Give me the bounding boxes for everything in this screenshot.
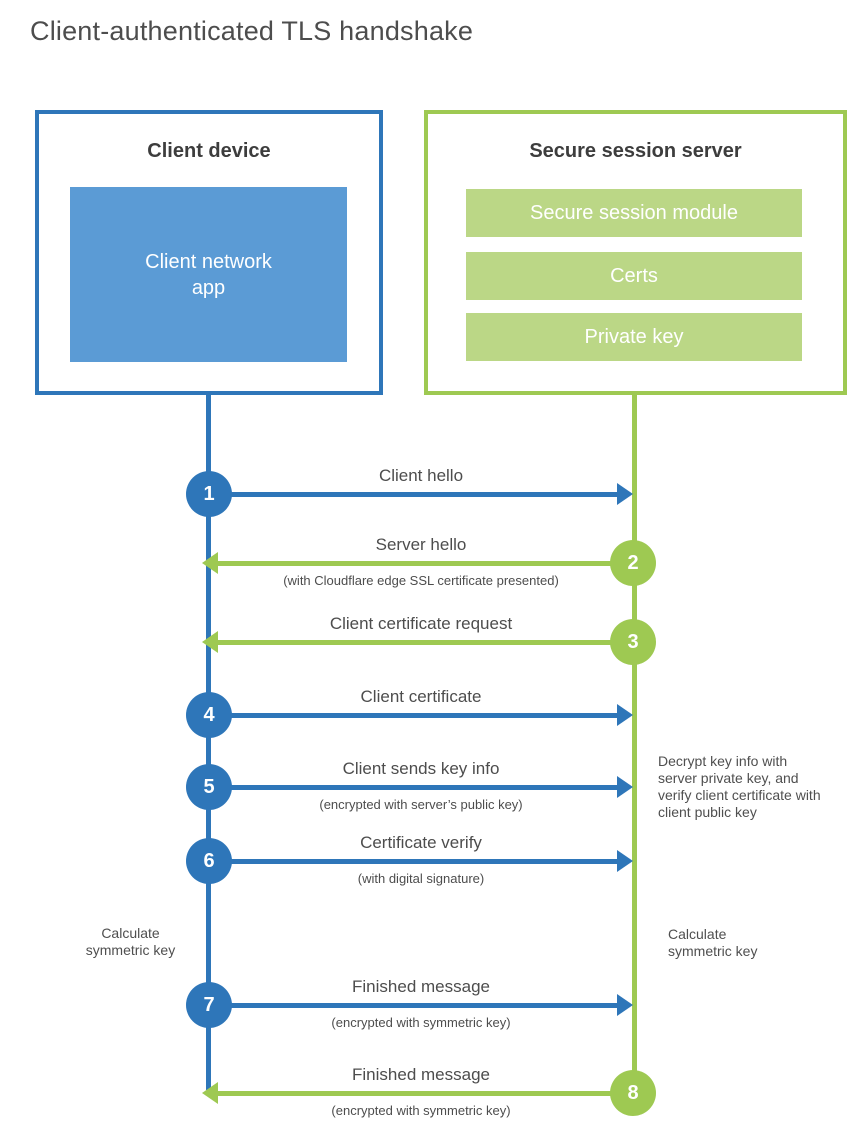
step-arrowhead	[202, 552, 218, 574]
step-arrowhead	[617, 994, 633, 1016]
step-arrowhead	[617, 850, 633, 872]
secure-session-server-title: Secure session server	[529, 140, 742, 162]
step-arrowhead	[202, 631, 218, 653]
step-arrow	[217, 640, 637, 645]
step-sublabel: (with Cloudflare edge SSL certificate pr…	[283, 573, 559, 588]
step-label: Certificate verify	[360, 833, 482, 852]
step-arrow	[209, 492, 618, 497]
secure-session-server-box: Secure session server Secure session mod…	[424, 110, 847, 395]
calc-symmetric-key-note-right: Calculate symmetric key	[668, 926, 758, 960]
server-module-bar-certs: Certs	[466, 252, 802, 300]
client-device-title: Client device	[147, 140, 271, 162]
client-network-app-label: Client network app	[145, 250, 272, 299]
step-label: Client certificate request	[329, 614, 513, 633]
step-arrow	[217, 561, 637, 566]
server-lifeline	[632, 394, 637, 1094]
step-label: Finished message	[352, 977, 490, 996]
calc-symmetric-key-note-left: Calculate symmetric key	[85, 925, 176, 959]
client-network-app-block: Client network app	[70, 187, 347, 362]
decrypt-note: Decrypt key info with server private key…	[658, 753, 821, 821]
step-label: Finished message	[352, 1065, 490, 1084]
step-number-badge: 4	[186, 692, 232, 738]
step-sublabel: (encrypted with symmetric key)	[331, 1015, 511, 1030]
step-label: Server hello	[375, 535, 467, 554]
step-sublabel: (with digital signature)	[357, 871, 485, 886]
step-arrow	[217, 1091, 637, 1096]
step-label: Client sends key info	[342, 759, 500, 778]
client-device-box: Client device Client network app	[35, 110, 383, 395]
step-arrow	[209, 1003, 618, 1008]
step-number-badge: 3	[610, 619, 656, 665]
server-module-bar-private-key: Private key	[466, 313, 802, 361]
server-module-bar-secure-session-module: Secure session module	[466, 189, 802, 237]
step-label: Client hello	[378, 466, 464, 485]
client-lifeline	[206, 394, 211, 1090]
step-number-badge: 5	[186, 764, 232, 810]
step-arrowhead	[617, 483, 633, 505]
step-arrow	[209, 713, 618, 718]
step-arrow	[209, 785, 618, 790]
step-number-badge: 6	[186, 838, 232, 884]
step-arrow	[209, 859, 618, 864]
step-number-badge: 8	[610, 1070, 656, 1116]
step-arrowhead	[617, 776, 633, 798]
step-label: Client certificate	[360, 687, 482, 706]
step-sublabel: (encrypted with server’s public key)	[319, 797, 523, 812]
page-title: Client-authenticated TLS handshake	[30, 16, 474, 46]
step-sublabel: (encrypted with symmetric key)	[331, 1103, 511, 1118]
step-arrowhead	[617, 704, 633, 726]
step-number-badge: 7	[186, 982, 232, 1028]
step-arrowhead	[202, 1082, 218, 1104]
step-number-badge: 2	[610, 540, 656, 586]
step-number-badge: 1	[186, 471, 232, 517]
